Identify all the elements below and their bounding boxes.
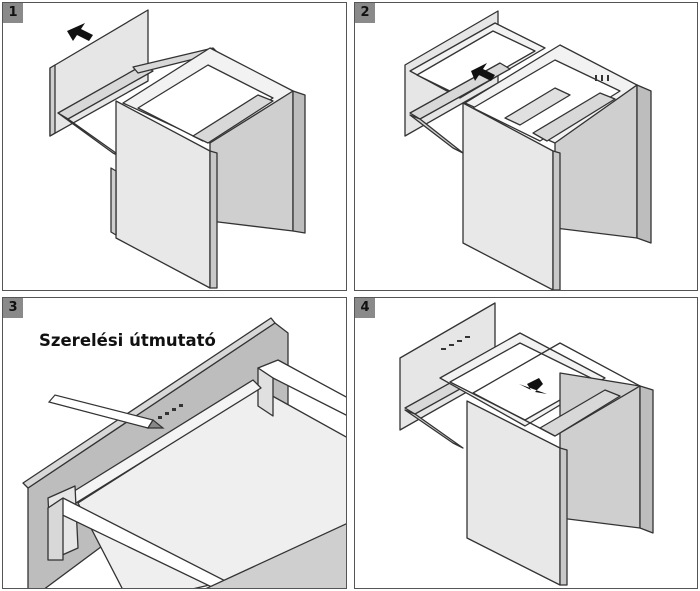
step-panel-4: 4	[354, 297, 698, 589]
step-1-illustration	[49, 9, 306, 289]
step-panel-1: 1	[2, 2, 347, 291]
step-number-badge: 3	[3, 298, 23, 318]
step-panel-2: 2	[354, 2, 698, 291]
step-panel-3: 3	[2, 297, 347, 589]
step-4-illustration	[399, 302, 654, 586]
arrow-icon	[519, 378, 547, 394]
instruction-title: Szerelési útmutató	[39, 331, 216, 350]
mark-dots-icon	[441, 336, 470, 350]
step-3-illustration	[22, 317, 346, 588]
step-number-badge: 1	[3, 3, 23, 23]
pencil-icon	[47, 394, 165, 429]
arrow-icon	[471, 63, 495, 81]
step-2-illustration	[404, 10, 652, 290]
screw-marks-icon	[595, 75, 609, 81]
arrow-icon	[67, 23, 93, 41]
mark-dots-icon	[158, 404, 183, 419]
step-number-badge: 4	[355, 298, 375, 318]
step-number-badge: 2	[355, 3, 375, 23]
